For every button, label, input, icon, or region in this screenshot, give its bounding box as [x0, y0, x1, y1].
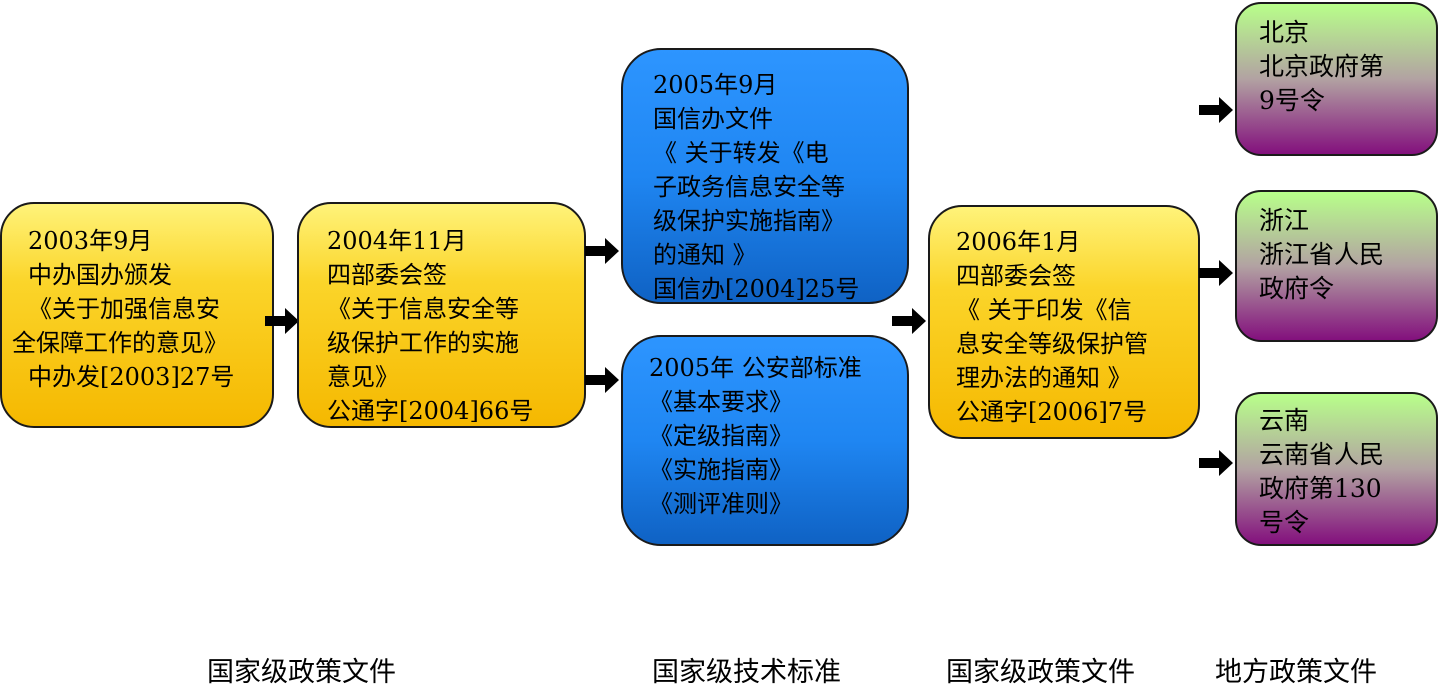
box-line: 2005年 公安部标准 [649, 354, 862, 382]
box-line: 2005年9月 [653, 71, 778, 99]
standard-box-2005: 2005年 公安部标准 《基本要求》 《定级指南》 《实施指南》 《测评准则》 [621, 335, 909, 546]
box-line: 《基本要求》 [649, 388, 793, 416]
right-arrow-icon [892, 308, 926, 334]
box-line: 级保护工作的实施 [327, 329, 519, 357]
caption-national-policy: 国家级政策文件 [207, 657, 396, 688]
box-line: 《 关于转发《电 [653, 139, 829, 167]
box-line: 云南 [1259, 406, 1310, 435]
right-arrow-icon [1199, 260, 1233, 286]
policy-box-2003: 2003年9月 中办国办颁发 《关于加强信息安 全保障工作的意见》 中办发[20… [0, 202, 274, 428]
box-line: 四部委会签 [327, 261, 447, 289]
right-arrow-icon [265, 308, 299, 334]
box-line: 2004年11月 [327, 227, 467, 255]
box-line: 国信办文件 [653, 105, 773, 133]
box-line: 浙江省人民 [1259, 240, 1385, 269]
notice-box-2005: 2005年9月 国信办文件 《 关于转发《电 子政务信息安全等 级保护实施指南》… [621, 48, 909, 304]
box-line: 2006年1月 [956, 228, 1081, 256]
box-line: 国信办[2004]25号 [653, 275, 860, 303]
caption-national-policy-2: 国家级政策文件 [946, 657, 1135, 688]
box-line: 中办发[2003]27号 [28, 363, 235, 391]
box-line: 中办国办颁发 [28, 261, 172, 289]
right-arrow-icon [1199, 450, 1233, 476]
local-box-zhejiang: 浙江 浙江省人民 政府令 [1235, 190, 1438, 342]
box-line: 息安全等级保护管 [956, 330, 1148, 358]
box-line: 浙江 [1259, 206, 1310, 235]
box-line: 《关于信息安全等 [327, 295, 519, 323]
box-line: 全保障工作的意见》 [12, 329, 228, 357]
box-line: 级保护实施指南》 [653, 207, 845, 235]
box-line: 公通字[2006]7号 [956, 398, 1148, 426]
box-line: 的通知 》 [653, 241, 757, 269]
box-line: 《定级指南》 [649, 422, 793, 450]
local-box-yunnan: 云南 云南省人民 政府第130 号令 [1235, 392, 1438, 546]
caption-local-policy: 地方政策文件 [1215, 657, 1377, 688]
box-line: 2003年9月 [28, 227, 153, 255]
box-line: 意见》 [327, 363, 399, 391]
policy-box-2006: 2006年1月 四部委会签 《 关于印发《信 息安全等级保护管 理办法的通知 》… [928, 205, 1200, 439]
right-arrow-icon [585, 238, 619, 264]
box-line: 云南省人民 [1259, 440, 1385, 469]
box-line: 《实施指南》 [649, 456, 793, 484]
caption-national-standard: 国家级技术标准 [652, 657, 841, 688]
box-line: 《测评准则》 [649, 490, 793, 518]
local-box-beijing: 北京 北京政府第 9号令 [1235, 2, 1438, 156]
box-line: 政府第130 [1259, 474, 1382, 503]
box-line: 《关于加强信息安 [28, 295, 220, 323]
box-line: 子政务信息安全等 [653, 173, 845, 201]
right-arrow-icon [1199, 97, 1233, 123]
policy-box-2004: 2004年11月 四部委会签 《关于信息安全等 级保护工作的实施 意见》 公通字… [297, 202, 586, 428]
box-line: 政府令 [1259, 274, 1335, 303]
box-line: 北京 [1259, 18, 1310, 47]
box-line: 《 关于印发《信 [956, 296, 1132, 324]
right-arrow-icon [585, 367, 619, 393]
box-line: 北京政府第 [1259, 52, 1385, 81]
box-line: 理办法的通知 》 [956, 364, 1132, 392]
box-line: 9号令 [1259, 86, 1325, 115]
box-line: 号令 [1259, 508, 1310, 537]
box-line: 四部委会签 [956, 262, 1076, 290]
box-line: 公通字[2004]66号 [327, 397, 534, 425]
